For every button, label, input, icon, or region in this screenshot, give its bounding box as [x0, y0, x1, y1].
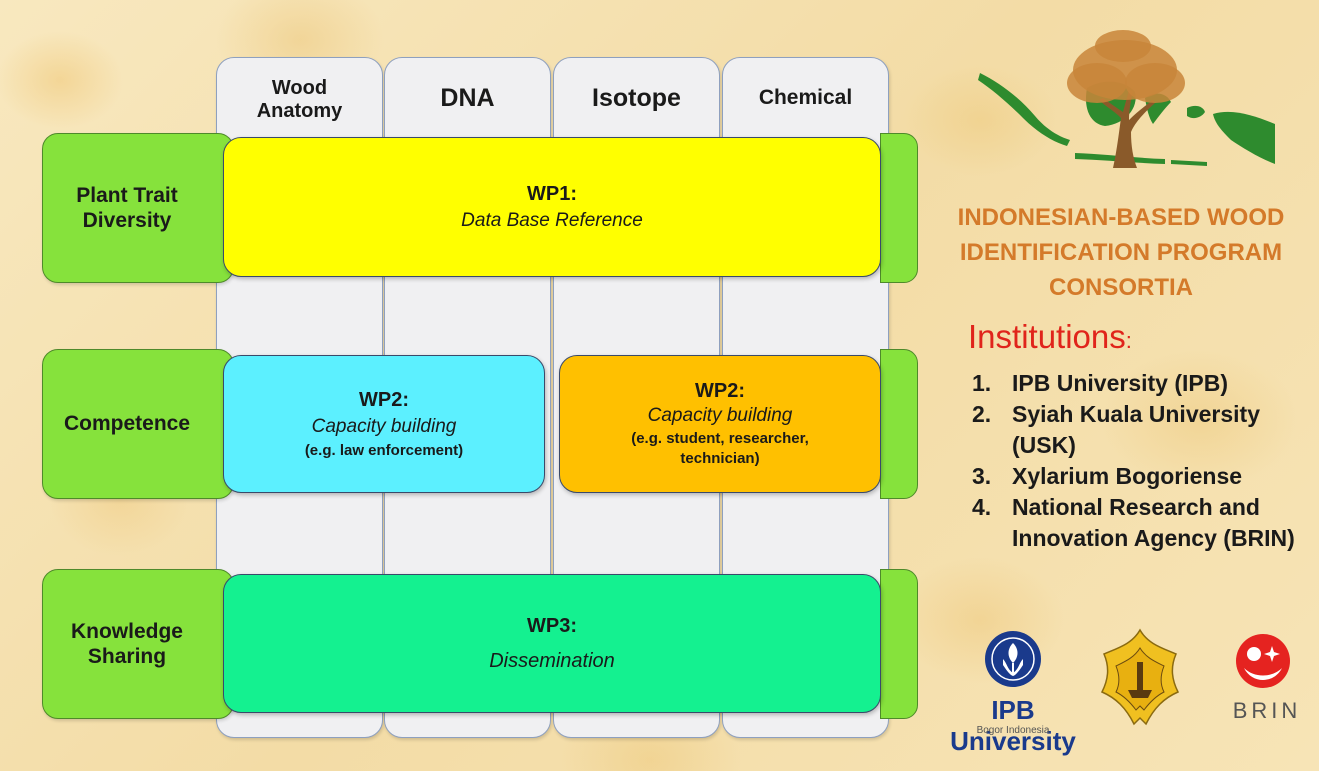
- wp1-box: WP1: Data Base Reference: [223, 137, 881, 277]
- list-item: 1. IPB University (IPB): [972, 368, 1317, 399]
- row-label-text: Knowledge Sharing: [70, 619, 183, 668]
- column-header-wood-anatomy: Wood Anatomy: [217, 60, 382, 140]
- wp1-subtitle: Data Base Reference: [461, 209, 643, 231]
- row-end-cap: [880, 349, 918, 499]
- wp2-right-subtitle: Capacity building: [647, 405, 793, 426]
- list-number: 3.: [972, 463, 992, 489]
- ipb-logo-subtitle: Bogor Indonesia: [976, 725, 1050, 736]
- column-label: Wood Anatomy: [256, 77, 343, 122]
- institution-name: Syiah Kuala University (USK): [1012, 401, 1260, 458]
- institutions-heading-colon: :: [1125, 328, 1132, 353]
- row-label-knowledge-sharing: Knowledge Sharing: [42, 569, 234, 719]
- column-label: Chemical: [758, 85, 853, 109]
- brin-emblem-icon: [1236, 634, 1290, 688]
- row-end-cap: [880, 569, 918, 719]
- brin-logo: BRIN: [1222, 632, 1312, 742]
- row-end-cap: [880, 133, 918, 283]
- ipb-university-logo: IPB University Bogor Indonesia: [928, 625, 1098, 756]
- wp3-subtitle: Dissemination: [489, 649, 615, 672]
- consortium-title: INDONESIAN-BASED WOOD IDENTIFICATION PRO…: [957, 204, 1285, 301]
- list-item: 3. Xylarium Bogoriense: [972, 461, 1317, 492]
- column-header-dna: DNA: [385, 58, 550, 138]
- ipb-emblem-icon: [985, 631, 1041, 687]
- brin-logo-text: BRIN: [1232, 698, 1302, 723]
- institution-name: Xylarium Bogoriense: [1012, 463, 1243, 489]
- row-label-text: Plant Trait Diversity: [76, 183, 178, 232]
- row-label-plant-trait-diversity: Plant Trait Diversity: [42, 133, 234, 283]
- wp2-left-subtitle: Capacity building: [311, 416, 457, 437]
- usk-logo-icon: [1100, 628, 1180, 726]
- ipb-logo-text: IPB University: [928, 695, 1098, 757]
- list-number: 4.: [972, 494, 992, 520]
- list-number: 2.: [972, 401, 992, 427]
- column-header-chemical: Chemical: [723, 58, 888, 138]
- list-item: 4. National Research and Innovation Agenc…: [972, 492, 1317, 554]
- wp1-title: WP1:: [527, 182, 577, 205]
- column-label: DNA: [440, 83, 495, 112]
- wp2-left-note: (e.g. law enforcement): [304, 442, 464, 459]
- row-label-competence: Competence: [42, 349, 234, 499]
- wp3-box: WP3: Dissemination: [223, 574, 881, 713]
- list-item: 2. Syiah Kuala University (USK): [972, 399, 1317, 461]
- wp2-right-title: WP2:: [695, 380, 745, 402]
- wp2-left-title: WP2:: [359, 389, 409, 411]
- column-label: Isotope: [592, 83, 681, 112]
- list-number: 1.: [972, 370, 992, 396]
- institutions-list: 1. IPB University (IPB) 2. Syiah Kuala Uni…: [972, 368, 1317, 554]
- institution-name: IPB University (IPB): [1012, 370, 1228, 396]
- institutions-heading: Institutions:: [968, 318, 1132, 356]
- wp2-right-note: (e.g. student, researcher, technician): [631, 430, 809, 467]
- institutions-heading-text: Institutions: [968, 318, 1126, 355]
- institution-name: National Research and Innovation Agency …: [1012, 494, 1295, 551]
- wp3-title: WP3:: [527, 614, 577, 637]
- ipb-logo-name: IPB University: [950, 695, 1076, 756]
- wp2-left-box: WP2: Capacity building (e.g. law enforce…: [223, 355, 545, 493]
- column-header-isotope: Isotope: [554, 58, 719, 138]
- row-label-text: Competence: [63, 412, 191, 436]
- wp2-right-box: WP2: Capacity building (e.g. student, re…: [559, 355, 881, 493]
- indonesia-tree-logo: [978, 30, 1275, 168]
